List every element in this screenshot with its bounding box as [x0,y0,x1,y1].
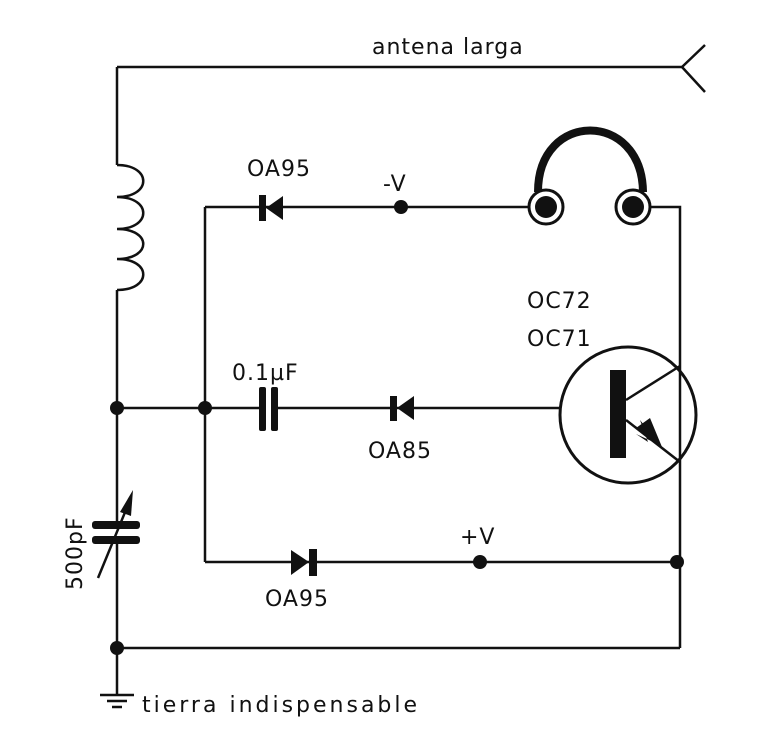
capacitor-label: 0.1µF [232,361,299,386]
diode-oa95-top [259,195,283,221]
pos-v-label: +V [460,525,495,550]
diode-bottom-label: OA95 [265,587,329,612]
diode-oa95-bottom [291,549,317,576]
diode-oa85 [390,396,414,421]
diode-mid-label: OA85 [368,439,432,464]
variable-cap-label: 500pF [63,516,88,590]
junction-dots [110,200,684,655]
variable-capacitor [92,490,140,579]
neg-v-label: -V [383,172,407,197]
headphones [527,126,652,226]
diode-top-label: OA95 [247,157,311,182]
antenna-label: antena larga [372,35,524,60]
antenna-coil [116,163,145,292]
transistor-label-1: OC72 [527,289,592,314]
wires [115,44,706,695]
transistor [558,345,698,485]
pos-v-terminal [473,555,487,569]
ground-label: tierra indispensable [142,693,420,718]
antenna-symbol [681,44,706,93]
transistor-label-2: OC71 [527,327,592,352]
neg-v-terminal [394,200,408,214]
capacitor-0-1uf [259,387,278,431]
ground-symbol [100,693,134,709]
